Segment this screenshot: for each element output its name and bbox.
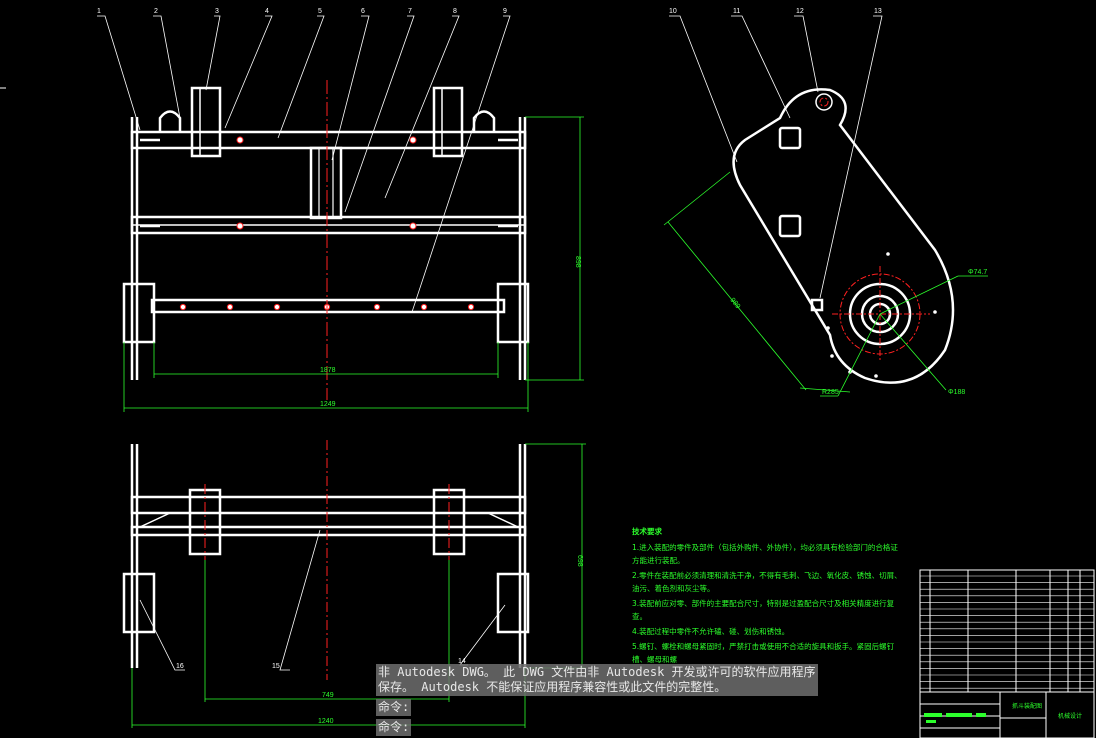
title-block bbox=[919, 691, 1095, 738]
command-prompt-1[interactable]: 命令: bbox=[376, 699, 412, 716]
command-prompt-2[interactable]: 命令: bbox=[376, 719, 412, 736]
svg-text:3: 3 bbox=[215, 8, 219, 15]
balloon-labels-top: 1 2 3 4 5 6 7 8 9 bbox=[97, 8, 507, 15]
bottom-view-centerlines bbox=[204, 440, 450, 680]
dim-1240: 1240 bbox=[318, 718, 334, 725]
dim-1878: 1878 bbox=[320, 367, 336, 374]
svg-text:4: 4 bbox=[265, 8, 269, 15]
svg-text:7: 7 bbox=[408, 8, 412, 15]
svg-text:槽、螺母和螺: 槽、螺母和螺 bbox=[632, 654, 677, 664]
dim-698: 698 bbox=[576, 555, 583, 567]
svg-text:方能进行装配。: 方能进行装配。 bbox=[632, 555, 685, 565]
bom-rows bbox=[920, 575, 1094, 689]
side-view-dims bbox=[663, 171, 988, 397]
svg-text:5.螺钉、螺栓和螺母紧固时，严禁打击或使用不合适的旋具和扳手: 5.螺钉、螺栓和螺母紧固时，严禁打击或使用不合适的旋具和扳手。紧固后螺钉 bbox=[632, 641, 895, 651]
svg-text:1.进入装配的零件及部件（包括外购件、外协件），均必须具有检: 1.进入装配的零件及部件（包括外购件、外协件），均必须具有检验部门的合格证 bbox=[632, 542, 898, 552]
side-view-dots bbox=[826, 252, 937, 378]
svg-text:12: 12 bbox=[796, 8, 804, 15]
svg-text:10: 10 bbox=[669, 8, 677, 15]
svg-text:13: 13 bbox=[874, 8, 882, 15]
dim-phi188: Φ188 bbox=[948, 389, 965, 396]
leaders-bottom bbox=[139, 529, 506, 671]
bill-of-materials bbox=[919, 569, 1095, 693]
svg-text:5: 5 bbox=[318, 8, 322, 15]
svg-text:2: 2 bbox=[154, 8, 158, 15]
title-company: 机械设计 bbox=[1058, 712, 1082, 720]
svg-text:16: 16 bbox=[176, 663, 184, 670]
front-view-top bbox=[122, 86, 530, 380]
dim-r285: R285 bbox=[822, 389, 839, 396]
side-view bbox=[732, 88, 955, 384]
leaders-top bbox=[97, 15, 511, 313]
bottom-view bbox=[122, 444, 530, 668]
dims-top bbox=[123, 116, 584, 412]
svg-text:15: 15 bbox=[272, 663, 280, 670]
svg-text:查。: 查。 bbox=[632, 611, 647, 621]
leaders-side bbox=[669, 15, 883, 299]
svg-text:11: 11 bbox=[733, 8, 740, 15]
dwg-warning-message: 非 Autodesk DWG。 此 DWG 文件由非 Autodesk 开发或许… bbox=[376, 664, 818, 696]
svg-text:8: 8 bbox=[453, 8, 457, 15]
dim-phi74: Φ74.7 bbox=[968, 269, 987, 276]
svg-text:1: 1 bbox=[97, 8, 101, 15]
dim-898: 898 bbox=[574, 256, 581, 268]
warning-line-1: 非 Autodesk DWG。 此 DWG 文件由非 Autodesk 开发或许… bbox=[378, 665, 816, 679]
svg-text:4.装配过程中零件不允许磕、碰、划伤和锈蚀。: 4.装配过程中零件不允许磕、碰、划伤和锈蚀。 bbox=[632, 626, 789, 636]
title-name: 抓斗装配图 bbox=[1012, 702, 1042, 710]
svg-text:3.装配前应对零、部件的主要配合尺寸，特别是过盈配合尺寸及相: 3.装配前应对零、部件的主要配合尺寸，特别是过盈配合尺寸及相关精度进行复 bbox=[632, 598, 895, 608]
svg-text:2.零件在装配前必须清理和清洗干净，不得有毛刺、飞边、氧化皮: 2.零件在装配前必须清理和清洗干净，不得有毛刺、飞边、氧化皮、锈蚀、切屑、 bbox=[632, 570, 902, 580]
dim-1249: 1249 bbox=[320, 401, 336, 408]
svg-text:6: 6 bbox=[361, 8, 365, 15]
dim-749: 749 bbox=[322, 692, 334, 699]
front-view-holes bbox=[179, 136, 475, 311]
svg-text:技术要求: 技术要求 bbox=[632, 526, 662, 536]
svg-text:油污、着色剂和灰尘等。: 油污、着色剂和灰尘等。 bbox=[632, 583, 715, 593]
svg-text:9: 9 bbox=[503, 8, 507, 15]
title-block-fills bbox=[924, 713, 986, 723]
technical-requirements: 技术要求 1.进入装配的零件及部件（包括外购件、外协件），均必须具有检验部门的合… bbox=[632, 526, 902, 664]
warning-line-2: 保存。 Autodesk 不能保证应用程序兼容性或此文件的完整性。 bbox=[378, 680, 727, 694]
svg-text:14: 14 bbox=[458, 658, 466, 665]
